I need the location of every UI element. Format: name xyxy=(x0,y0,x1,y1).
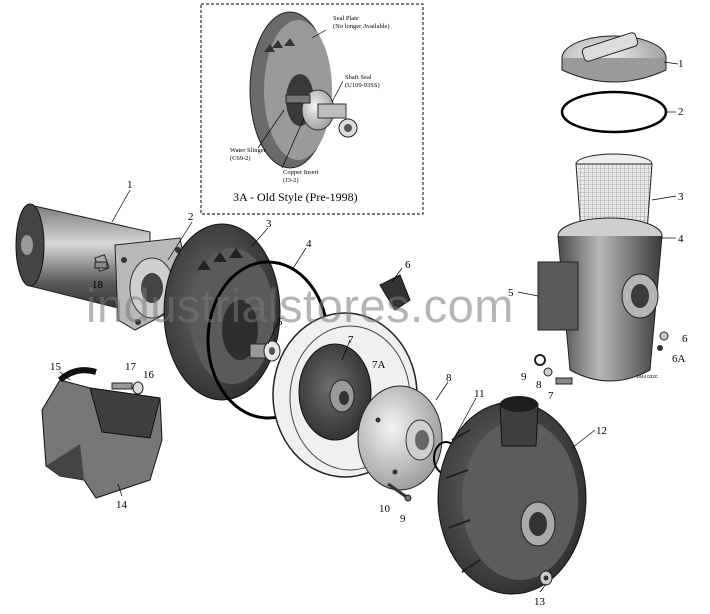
inset-label-water-slinger: Water Slinger xyxy=(230,147,267,154)
callout-7: 7 xyxy=(348,334,354,346)
strainer-callout-8: 8 xyxy=(536,379,542,391)
motor-support xyxy=(41,379,163,499)
inset-label-water-slinger-code: (C69-2) xyxy=(230,155,251,162)
callout-14: 14 xyxy=(116,499,128,511)
pump-housing xyxy=(437,396,587,595)
strainer-callout-5: 5 xyxy=(508,287,514,299)
callout-numbers: 1 2 3 4 5 6 7 7A 8 9 10 11 12 13 14 15 1… xyxy=(50,58,688,608)
foot-pad xyxy=(58,367,97,383)
strainer-callout-7: 7 xyxy=(548,390,554,402)
washer-and-bolt xyxy=(111,381,144,395)
callout-13: 13 xyxy=(534,596,546,608)
inset-label-shaft-seal-code: (U109-93SS) xyxy=(345,82,380,89)
callout-6: 6 xyxy=(405,259,411,271)
inset-label-seal-plate-note: (No longer Available) xyxy=(333,23,390,30)
housing-drain-plug xyxy=(539,570,553,586)
callout-11: 11 xyxy=(474,388,485,400)
callout-9: 9 xyxy=(400,513,406,525)
inset-shaft-seal xyxy=(285,89,358,138)
inset-label-seal-plate: Seal Plate xyxy=(333,15,359,22)
strainer-small-parts xyxy=(534,331,669,385)
callout-8: 8 xyxy=(446,372,452,384)
callout-15: 15 xyxy=(50,361,62,373)
inset-border xyxy=(200,3,424,215)
part-code: 1844 032C xyxy=(636,374,659,379)
callout-7a: 7A xyxy=(372,359,386,371)
strainer-callout-6: 6 xyxy=(682,333,688,345)
inset-label-shaft-seal: Shaft Seal xyxy=(345,74,372,81)
callout-2: 2 xyxy=(188,211,194,223)
shaft-seal xyxy=(249,340,281,362)
callout-3: 3 xyxy=(266,218,272,230)
diffuser-screw xyxy=(387,482,412,502)
diffuser-tab xyxy=(379,274,411,311)
strainer-callout-9: 9 xyxy=(521,371,527,383)
strainer-pot xyxy=(537,217,663,382)
strainer-callout-2: 2 xyxy=(678,106,684,118)
strainer-callout-1: 1 xyxy=(678,58,684,70)
callout-18: 18 xyxy=(92,279,104,291)
strainer-callout-6a: 6A xyxy=(672,353,686,365)
callout-16: 16 xyxy=(143,369,155,381)
adapter-plate xyxy=(163,223,281,401)
strainer-callout-4: 4 xyxy=(678,233,684,245)
motor xyxy=(15,203,193,331)
callout-10: 10 xyxy=(379,503,391,515)
callout-12: 12 xyxy=(596,425,607,437)
inset-title: 3A - Old Style (Pre-1998) xyxy=(233,190,358,204)
callout-17: 17 xyxy=(125,361,137,373)
motor-bolt xyxy=(94,261,108,269)
callout-1: 1 xyxy=(127,179,133,191)
inset-old-style: Seal Plate (No longer Available) Shaft S… xyxy=(200,3,424,215)
diffuser xyxy=(357,385,443,491)
impeller xyxy=(298,343,372,441)
strainer-lid-o-ring xyxy=(560,90,668,134)
callout-4: 4 xyxy=(306,238,312,250)
inset-label-copper-insert-code: (J3-2) xyxy=(283,177,299,184)
callout-5: 5 xyxy=(277,316,283,328)
leader-lines xyxy=(59,61,679,593)
strainer-lid xyxy=(561,32,667,83)
strainer-callout-3: 3 xyxy=(678,191,684,203)
inset-label-copper-insert: Copper Insert xyxy=(283,169,319,176)
